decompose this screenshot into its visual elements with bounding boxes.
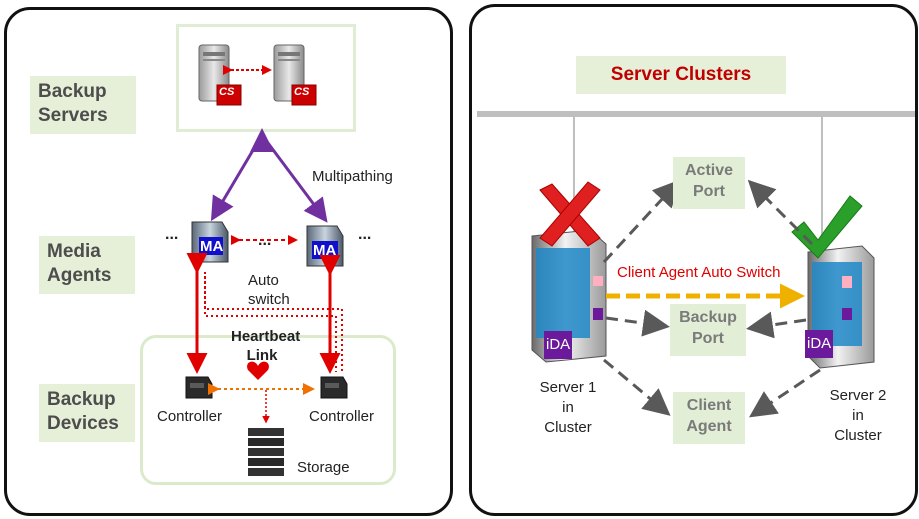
controller-right-label: Controller <box>309 408 375 425</box>
storage-label: Storage <box>297 459 350 476</box>
auto-switch-path-a <box>204 272 337 372</box>
s1-to-client-agent <box>603 358 671 416</box>
ellipsis-left: ... <box>165 226 179 243</box>
s2-to-active-port <box>747 179 814 246</box>
s1-to-active-port <box>602 179 681 264</box>
s1-to-backup-port <box>605 309 670 337</box>
ellipsis-right: ... <box>358 226 372 243</box>
ellipsis-center: ... <box>258 232 272 249</box>
commserve-server-right-icon <box>273 44 317 106</box>
auto-switch-path-b <box>204 276 343 372</box>
s2-to-backup-port <box>746 311 807 339</box>
media-agent-left-icon <box>191 221 229 263</box>
server-clusters-title: Server Clusters <box>576 56 786 94</box>
controller-right-icon <box>320 376 348 399</box>
s2-to-client-agent <box>749 368 821 418</box>
commserve-server-left-icon <box>198 44 242 106</box>
ma-badge-left: MA <box>200 238 224 255</box>
server-2-icon <box>805 245 875 369</box>
failed-x-icon <box>539 181 601 247</box>
ida-badge-server-2: iDA <box>807 335 832 352</box>
auto-switch-caption: Client Agent Auto Switch <box>617 264 781 281</box>
storage-icon <box>248 428 284 476</box>
cs-badge-left: CS <box>219 86 235 98</box>
controller-left-label: Controller <box>157 408 223 425</box>
ida-badge-server-1: iDA <box>546 336 571 353</box>
multipathing-label: Multipathing <box>312 168 393 185</box>
cluster-network-rail <box>477 111 915 117</box>
cs-badge-right: CS <box>294 86 310 98</box>
heart-icon <box>247 361 269 380</box>
server-1-icon <box>531 229 607 363</box>
ma-badge-right: MA <box>313 242 337 259</box>
